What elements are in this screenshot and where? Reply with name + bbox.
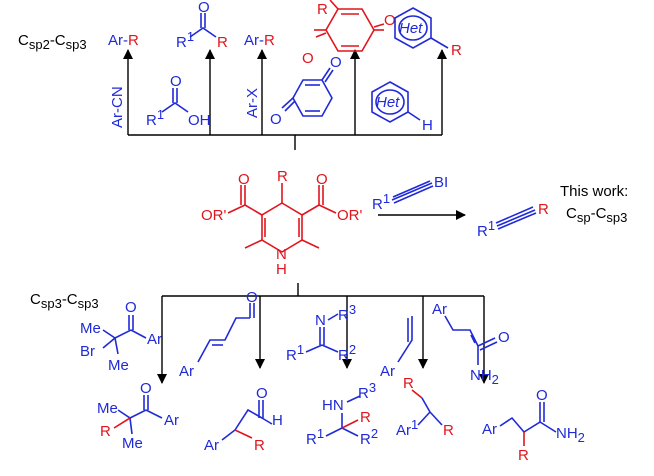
svg-text:R: R: [403, 375, 414, 392]
svg-text:NH2: NH2: [556, 425, 585, 445]
svg-text:Ar: Ar: [482, 421, 497, 438]
svg-text:O: O: [238, 171, 250, 188]
this-work-label: This work:: [560, 183, 628, 200]
top-product-quinone: R O O: [302, 0, 396, 67]
top-product-ar-r-1: Ar-R: [108, 32, 139, 49]
top-product-het-r: Het R: [394, 7, 462, 59]
bottom-reagent-enamide: Ar O NH2: [432, 301, 510, 387]
top-reagent-ar-cn: Ar-CN: [109, 86, 126, 128]
svg-text:O: O: [316, 171, 328, 188]
svg-text:R2: R2: [338, 342, 356, 364]
svg-text:HN: HN: [322, 397, 344, 414]
top-reagent-quinone: O O: [270, 54, 342, 128]
svg-text:R: R: [254, 437, 265, 454]
svg-text:R: R: [217, 34, 228, 51]
top-arrow-tree: [123, 49, 447, 150]
top-left-label: Csp2-Csp3: [18, 32, 87, 52]
svg-text:R1: R1: [477, 218, 495, 240]
svg-text:R: R: [518, 447, 529, 464]
svg-text:O: O: [246, 289, 258, 306]
svg-text:O: O: [384, 12, 396, 29]
svg-text:R1: R1: [146, 107, 164, 129]
svg-text:Me: Me: [108, 357, 129, 374]
svg-text:O: O: [170, 73, 182, 90]
bottom-reagent-bromoketone: O Ar Me Br Me: [80, 299, 162, 374]
svg-text:Het: Het: [399, 20, 423, 37]
svg-text:R1: R1: [306, 426, 324, 448]
svg-text:NH2: NH2: [470, 367, 499, 387]
bottom-product-aldehyde: O H Ar R: [204, 385, 283, 454]
svg-text:R: R: [443, 422, 454, 439]
svg-text:OH: OH: [188, 112, 211, 129]
svg-text:Me: Me: [97, 400, 118, 417]
svg-text:Me: Me: [122, 435, 143, 452]
hantzsch-ester: O O R OR' OR' N H: [201, 168, 363, 278]
svg-text:R: R: [451, 42, 462, 59]
svg-text:R: R: [360, 409, 371, 426]
svg-text:O: O: [198, 0, 210, 16]
svg-text:Br: Br: [80, 343, 95, 360]
svg-text:BI: BI: [434, 174, 448, 191]
bottom-reagent-styrene: Ar: [380, 316, 413, 380]
alkyne-product: R1 R: [477, 201, 549, 240]
svg-text:O: O: [498, 329, 510, 346]
svg-text:R3: R3: [358, 380, 376, 402]
bottom-product-ketone: O Ar Me R Me: [97, 380, 179, 452]
svg-text:O: O: [125, 299, 137, 316]
top-reagent-het-h: Het H: [371, 81, 433, 134]
svg-text:Ar: Ar: [204, 437, 219, 454]
svg-text:Ar: Ar: [164, 412, 179, 429]
svg-text:R: R: [277, 168, 288, 185]
svg-text:Ar1: Ar1: [396, 417, 418, 439]
svg-text:O: O: [256, 385, 268, 402]
svg-text:O: O: [330, 54, 342, 71]
svg-text:R: R: [317, 1, 328, 18]
svg-text:H: H: [276, 261, 287, 278]
svg-text:N: N: [276, 246, 287, 263]
top-product-ketone: O R1 R: [176, 0, 228, 51]
this-work-bond: Csp-Csp3: [566, 205, 627, 225]
svg-text:O: O: [140, 380, 152, 397]
svg-text:R1: R1: [176, 29, 194, 51]
svg-text:Ar: Ar: [179, 363, 194, 380]
svg-text:R1: R1: [286, 342, 304, 364]
svg-text:O: O: [270, 111, 282, 128]
svg-text:Ar: Ar: [147, 331, 162, 348]
bottom-arrow-tree: [157, 283, 489, 384]
svg-text:O: O: [536, 387, 548, 404]
svg-text:H: H: [272, 412, 283, 429]
svg-text:Me: Me: [80, 320, 101, 337]
top-product-ar-r-2: Ar-R: [244, 32, 275, 49]
bottom-product-amine: HN R3 R R1 R2: [306, 380, 378, 448]
top-reagent-ar-x: Ar-X: [244, 88, 261, 118]
svg-text:Ar: Ar: [432, 301, 447, 318]
bottom-left-label: Csp3-Csp3: [30, 291, 99, 311]
bottom-product-amide: O Ar R NH2: [482, 387, 585, 464]
bottom-product-alkane: R Ar1 R: [396, 375, 454, 439]
svg-text:Ar: Ar: [380, 363, 395, 380]
svg-text:H: H: [422, 117, 433, 134]
top-reagent-acid: O R1 OH: [146, 73, 211, 129]
bottom-reagent-imine: N R3 R1 R2: [286, 302, 356, 364]
svg-text:R: R: [538, 201, 549, 218]
svg-text:R: R: [100, 423, 111, 440]
alkynyl-iodide-reagent: R1 BI: [372, 174, 448, 213]
svg-text:R1: R1: [372, 191, 390, 213]
svg-text:Het: Het: [376, 94, 400, 111]
svg-text:N: N: [315, 312, 326, 329]
svg-text:R2: R2: [360, 426, 378, 448]
bottom-reagent-enal: O Ar: [179, 289, 258, 380]
svg-text:OR': OR': [201, 207, 227, 224]
svg-text:R3: R3: [338, 302, 356, 324]
svg-text:O: O: [302, 50, 314, 67]
svg-text:OR': OR': [337, 207, 363, 224]
